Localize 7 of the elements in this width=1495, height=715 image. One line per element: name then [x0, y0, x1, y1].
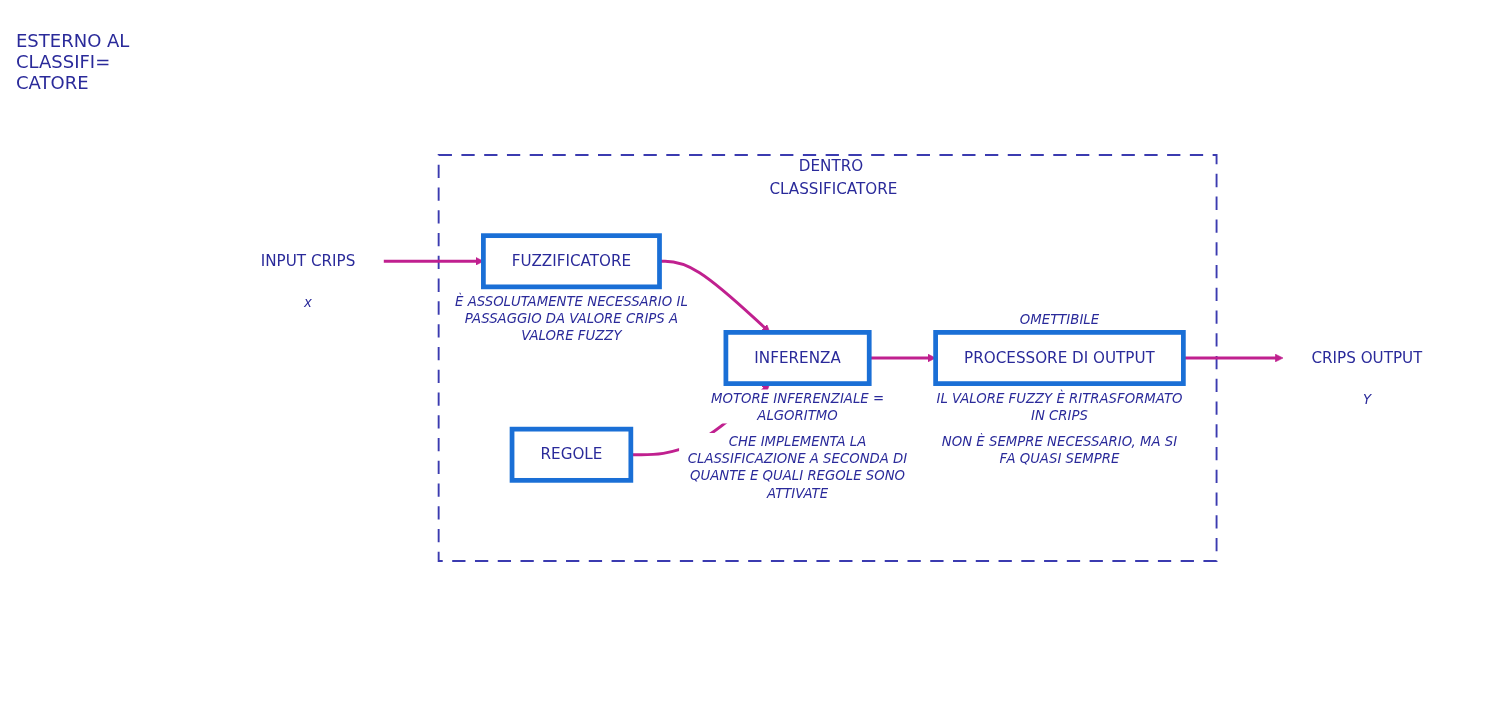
node-text: CRIPS OUTPUT: [1311, 348, 1423, 367]
node-box: INFERENZA: [723, 329, 872, 386]
node-text: INPUT CRIPS: [260, 251, 356, 270]
node-box: FUZZIFICATORE: [481, 232, 662, 289]
node-box: REGOLE: [509, 426, 634, 483]
note-text: ESTERNO AL CLASSIFI= CATORE: [16, 30, 131, 93]
node-box: PROCESSORE DI OUTPUT: [933, 329, 1186, 386]
